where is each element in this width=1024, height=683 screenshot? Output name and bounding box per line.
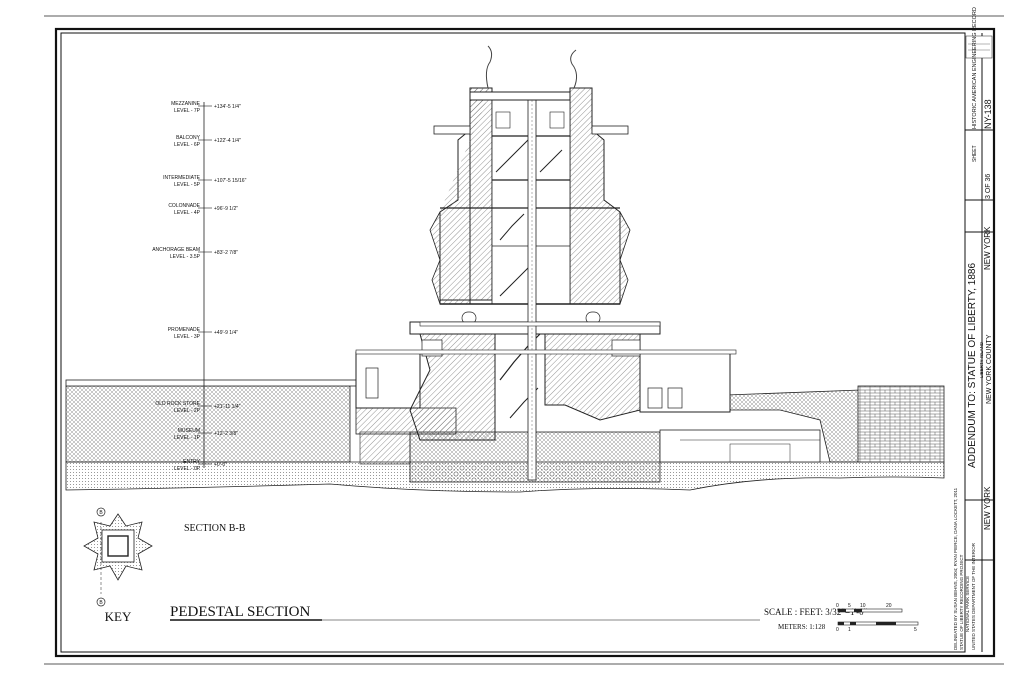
level-code: LEVEL - 3P bbox=[174, 334, 201, 340]
county-label: NEW YORK COUNTY bbox=[986, 334, 993, 404]
level-code: LEVEL - 5P bbox=[174, 182, 201, 188]
scale-tick: 5 bbox=[848, 603, 851, 609]
window-right-1 bbox=[647, 387, 663, 409]
level-name: PROMENADE bbox=[168, 327, 201, 333]
level-code: LEVEL - 4P bbox=[174, 210, 201, 216]
inner-border bbox=[60, 32, 966, 653]
key-marker-bottom bbox=[96, 597, 106, 607]
department-credit: UNITED STATES DEPARTMENT OF THE INTERIOR bbox=[971, 542, 976, 650]
agency-credit: NATIONAL PARK SERVICE bbox=[965, 576, 970, 632]
shaft-wall-right bbox=[569, 87, 621, 305]
scale-tick: 1 bbox=[848, 627, 851, 633]
level-code: LEVEL - 0P bbox=[174, 466, 201, 472]
key-label: KEY bbox=[105, 609, 132, 624]
level-name: COLONNADE bbox=[168, 203, 200, 209]
fort-wall-left bbox=[65, 385, 351, 463]
window-right-2 bbox=[667, 387, 683, 409]
program-credit: STATUE OF LIBERTY RECORDING PROJECT bbox=[959, 554, 964, 650]
level-marker: INTERMEDIATE LEVEL - 5P +107'-5 15/16" bbox=[163, 175, 246, 188]
fort-parapet-left bbox=[65, 379, 357, 387]
scale-tick: 0 bbox=[836, 603, 839, 609]
key-marker-label: B bbox=[99, 600, 103, 606]
level-name: ANCHORAGE BEAM bbox=[152, 247, 200, 253]
level-name: ENTRY bbox=[183, 459, 201, 465]
project-title: ADDENDUM TO: STATUE OF LIBERTY, 1886 bbox=[967, 263, 978, 468]
scale-tick: 5 bbox=[914, 627, 917, 633]
sheet-number: 3 OF 36 bbox=[985, 174, 992, 199]
key-plan: B B KEY bbox=[83, 507, 153, 624]
scale-bars: SCALE : FEET: 3/32"=1'-0" 0 5 10 20 METE… bbox=[764, 603, 919, 633]
level-elevation: +12'-2 3/8" bbox=[214, 431, 238, 437]
level-name: MUSEUM bbox=[178, 428, 200, 434]
level-marker: MEZZANINE LEVEL - 7P +134'-5 1/4" bbox=[171, 101, 241, 114]
level-code: LEVEL - 2P bbox=[174, 408, 201, 414]
level-marker: ENTRY LEVEL - 0P +0'-0" bbox=[174, 459, 227, 472]
level-name: OLD ROCK STORE bbox=[155, 401, 200, 407]
level-markers: MEZZANINE LEVEL - 7P +134'-5 1/4" BALCON… bbox=[152, 101, 246, 472]
record-label: HISTORIC AMERICAN ENGINEERING RECORD bbox=[972, 7, 978, 129]
door-left bbox=[365, 367, 379, 399]
pedestal-section-drawing bbox=[65, 45, 945, 493]
state-label: NEW YORK bbox=[983, 226, 992, 270]
level-marker: COLONNADE LEVEL - 4P +96'-9 1/2" bbox=[168, 203, 238, 216]
scale-tick: 0 bbox=[836, 627, 839, 633]
level-code: LEVEL - 3.5P bbox=[170, 254, 201, 260]
level-elevation: +21'-11 1/4" bbox=[214, 404, 241, 410]
level-elevation: +122'-4 1/4" bbox=[214, 138, 241, 144]
drawing-title: PEDESTAL SECTION bbox=[170, 604, 310, 620]
base-room-left bbox=[355, 351, 421, 409]
foundation-left bbox=[359, 431, 411, 465]
statue-stub-right bbox=[570, 49, 578, 89]
sheet-label: SHEET bbox=[972, 145, 978, 162]
key-pedestal-square bbox=[107, 535, 129, 557]
fort-brick-wall bbox=[857, 385, 945, 463]
key-marker-label: B bbox=[99, 510, 103, 516]
level-code: LEVEL - 1P bbox=[174, 435, 201, 441]
level-name: MEZZANINE bbox=[171, 101, 201, 107]
balcony-rail bbox=[469, 91, 571, 101]
level-elevation: +134'-5 1/4" bbox=[214, 104, 241, 110]
level-marker: PROMENADE LEVEL - 3P +49'-9 1/4" bbox=[168, 327, 238, 340]
base-room-right bbox=[639, 351, 731, 413]
section-label: SECTION B-B bbox=[184, 523, 246, 534]
scale-feet-bar bbox=[837, 608, 903, 613]
level-elevation: +96'-9 1/2" bbox=[214, 206, 238, 212]
state-label-bottom: NEW YORK bbox=[983, 486, 992, 530]
level-marker: ANCHORAGE BEAM LEVEL - 3.5P +83'-2 7/8" bbox=[152, 247, 238, 260]
shaft-wall-left bbox=[440, 88, 492, 300]
level-elevation: +83'-2 7/8" bbox=[214, 250, 238, 256]
outer-border bbox=[54, 27, 996, 658]
scale-meters-label: METERS: 1:128 bbox=[778, 623, 826, 631]
title-block: HISTORIC AMERICAN ENGINEERING RECORD NY-… bbox=[953, 7, 994, 652]
level-marker: BALCONY LEVEL - 6P +122'-4 1/4" bbox=[174, 135, 241, 148]
level-name: INTERMEDIATE bbox=[163, 175, 201, 181]
location-line: LIBERTY ISLAND bbox=[979, 341, 984, 378]
scale-tick: 20 bbox=[886, 603, 892, 609]
level-marker: MUSEUM LEVEL - 1P +12'-2 3/8" bbox=[174, 428, 238, 441]
record-number: NY-138 bbox=[983, 99, 993, 129]
delineator-credit: DELINEATED BY SUSAN BEHNS, 2004; RYAN PI… bbox=[953, 487, 958, 650]
nps-badge bbox=[965, 35, 993, 59]
key-marker-top bbox=[96, 507, 106, 517]
statue-stub-left bbox=[485, 45, 493, 89]
scale-feet-label: SCALE : FEET: 3/32"=1'-0" bbox=[764, 607, 868, 617]
museum-wing bbox=[659, 429, 821, 463]
scale-tick: 10 bbox=[860, 603, 866, 609]
level-name: BALCONY bbox=[176, 135, 201, 141]
level-marker: OLD ROCK STORE LEVEL - 2P +21'-11 1/4" bbox=[155, 401, 240, 414]
level-elevation: +107'-5 15/16" bbox=[214, 178, 247, 184]
level-code: LEVEL - 6P bbox=[174, 142, 201, 148]
level-elevation: +49'-9 1/4" bbox=[214, 330, 238, 336]
level-code: LEVEL - 7P bbox=[174, 108, 201, 114]
level-elevation: +0'-0" bbox=[214, 462, 227, 468]
